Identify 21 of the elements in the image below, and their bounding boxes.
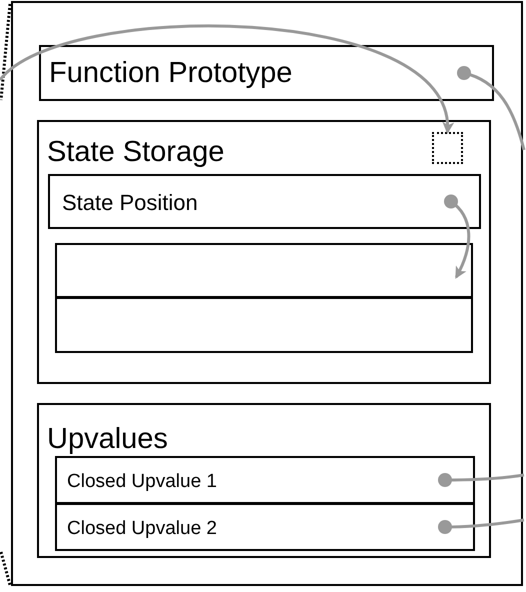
outer-box — [11, 1, 523, 586]
slot-box — [55, 243, 473, 298]
arrow — [0, 24, 452, 134]
box-label: Closed Upvalue 2 — [67, 519, 217, 538]
placeholder-box — [432, 132, 463, 164]
label-box — [39, 45, 494, 101]
slot-box — [55, 297, 473, 353]
label-box — [48, 174, 481, 229]
label-box — [55, 503, 475, 551]
box-label: Function Prototype — [49, 59, 292, 88]
box-label: State Storage — [47, 138, 224, 167]
box-label: Upvalues — [47, 425, 168, 454]
connector-line — [438, 518, 524, 534]
container-box — [37, 403, 491, 558]
box-label: Closed Upvalue 1 — [67, 472, 217, 491]
container-box — [37, 120, 491, 384]
connector-line — [457, 66, 526, 150]
connector-line — [438, 473, 524, 487]
arrow — [444, 194, 470, 279]
box-label: State Position — [62, 192, 198, 214]
label-box — [55, 456, 475, 504]
